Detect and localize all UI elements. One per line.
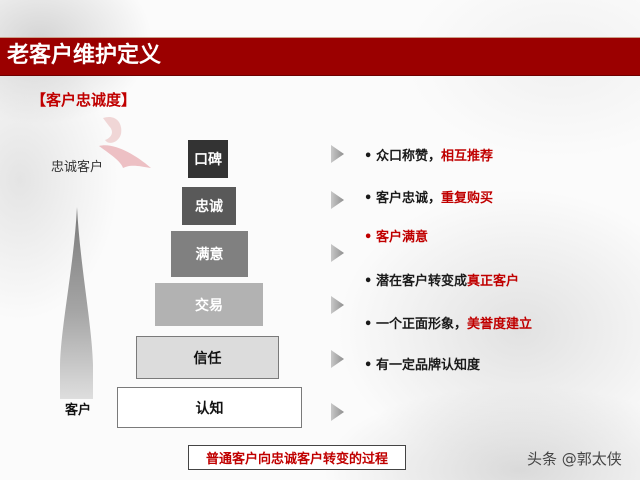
bullet-highlight: 相互推荐 — [441, 149, 494, 164]
chevron-right-icon — [331, 244, 344, 262]
bullet-highlight: 客户满意 — [376, 230, 429, 245]
section-subtitle: 【客户忠诚度】 — [31, 91, 137, 109]
tier-label: 认知 — [195, 400, 224, 417]
bullet-text: 一个正面形象， — [376, 317, 468, 332]
bullet-item: •客户满意 — [364, 229, 428, 247]
bullet-item: •客户忠诚，重复购买 — [364, 190, 493, 208]
chevron-right-icon — [331, 191, 344, 209]
chevron-right-icon — [331, 350, 344, 368]
tier-label: 满意 — [195, 247, 224, 263]
caption-box: 普通客户向忠诚客户转变的过程 — [188, 445, 406, 470]
tier-label: 交易 — [195, 297, 223, 314]
chevron-right-icon — [331, 296, 344, 314]
tier-label: 口碑 — [194, 152, 222, 168]
bullet-text: 众口称赞， — [376, 149, 442, 164]
bullet-dot: • — [364, 149, 373, 164]
bullet-highlight: 真正客户 — [467, 274, 520, 289]
tier-loyalty: 忠诚 — [182, 187, 236, 225]
growth-spike-icon — [60, 207, 93, 399]
tier-label: 忠诚 — [195, 199, 223, 215]
tier-label: 信任 — [193, 350, 222, 367]
tier-word-of-mouth: 口碑 — [188, 140, 228, 178]
bullet-item: •众口称赞，相互推荐 — [364, 148, 493, 166]
koi-decoration-icon — [99, 116, 151, 168]
caption-text: 普通客户向忠诚客户转变的过程 — [205, 452, 388, 467]
bullet-dot: • — [364, 317, 373, 332]
bullet-highlight: 美誉度建立 — [467, 317, 533, 332]
chevron-right-icon — [331, 403, 344, 421]
bullet-highlight: 重复购买 — [441, 191, 494, 206]
bullet-dot: • — [364, 358, 373, 373]
bullet-text: 客户忠诚， — [376, 191, 442, 206]
tier-trust: 信任 — [136, 336, 279, 379]
bullet-item: •一个正面形象，美誉度建立 — [364, 316, 532, 334]
tier-awareness: 认知 — [117, 387, 302, 428]
loyal-customer-label: 忠诚客户 — [51, 160, 104, 175]
bullet-item: •潜在客户转变成真正客户 — [364, 273, 519, 291]
tier-satisfaction: 满意 — [171, 231, 248, 277]
chevron-right-icon — [331, 145, 344, 163]
bullet-dot: • — [364, 274, 373, 289]
watermark: 头条 @郭太侠 — [527, 450, 622, 468]
bullet-text: 潜在客户转变成 — [376, 274, 468, 289]
tier-transaction: 交易 — [155, 283, 263, 326]
title-banner: 老客户维护定义 — [0, 37, 640, 76]
bullet-dot: • — [364, 230, 373, 245]
bullet-item: •有一定品牌认知度 — [364, 357, 480, 375]
page-title: 老客户维护定义 — [7, 43, 162, 68]
bullet-dot: • — [364, 191, 373, 206]
bullet-text: 有一定品牌认知度 — [376, 358, 481, 373]
customer-label: 客户 — [65, 403, 92, 418]
